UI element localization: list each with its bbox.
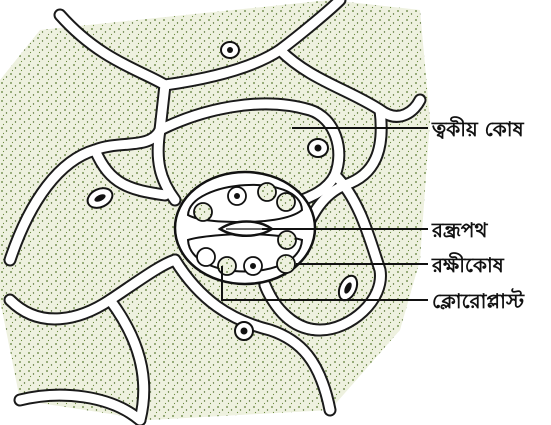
chloroplast xyxy=(258,183,276,201)
label-guard-cell: রক্ষীকোষ xyxy=(431,252,505,277)
nucleus-core xyxy=(241,328,248,335)
chloroplast xyxy=(194,203,212,221)
chloroplast xyxy=(197,248,215,266)
chloroplast-core xyxy=(234,193,240,199)
chloroplast-core xyxy=(250,263,256,269)
label-stoma: রন্ধ্রপথ xyxy=(431,218,488,242)
nucleus-core xyxy=(315,145,322,152)
label-chloroplast: ক্লোরোপ্লাস্ট xyxy=(432,288,525,313)
chloroplast xyxy=(277,255,295,273)
chloroplast xyxy=(218,257,236,275)
chloroplast xyxy=(278,231,296,249)
label-epidermal-cell: ত্বকীয় কোষ xyxy=(431,116,525,141)
nucleus-core xyxy=(227,47,233,53)
chloroplast xyxy=(277,193,295,211)
